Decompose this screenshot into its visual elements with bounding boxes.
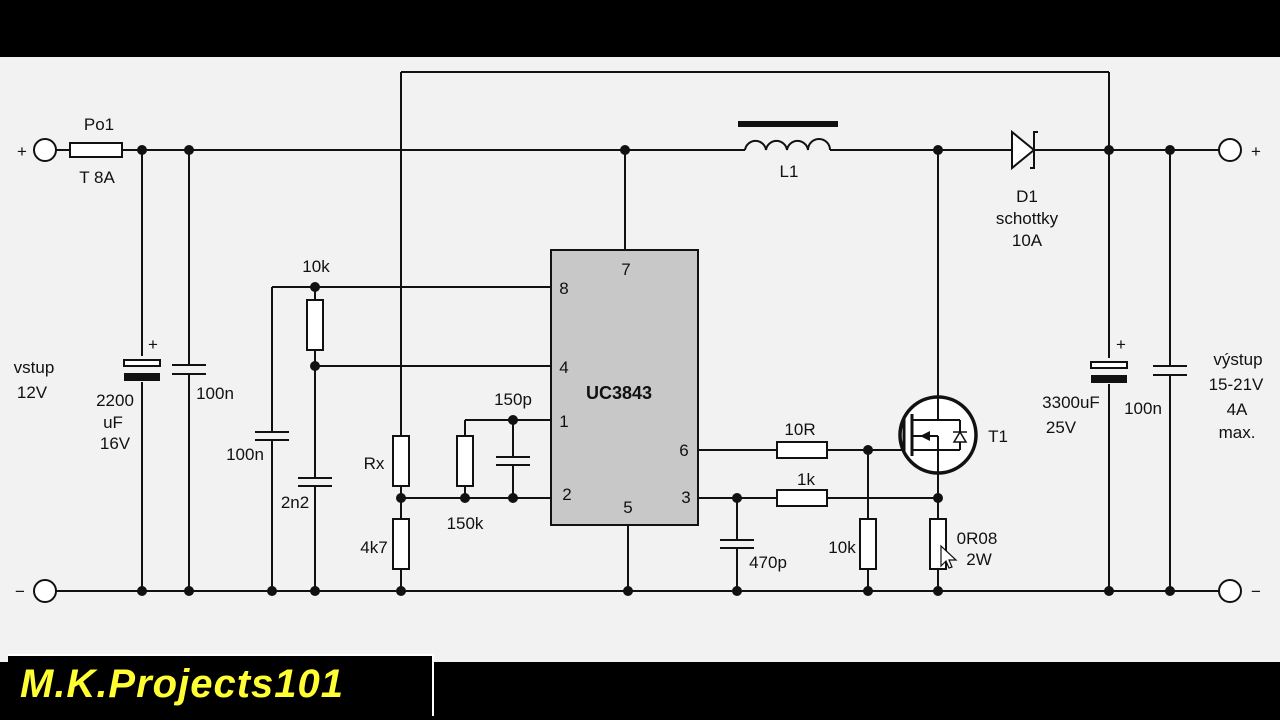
c-out-value-line1: 3300uF bbox=[1042, 393, 1100, 412]
ic-pin-3: 3 bbox=[681, 488, 690, 507]
input-minus-label: − bbox=[15, 582, 25, 601]
diode-rating: 10A bbox=[1012, 231, 1043, 250]
c-ref-value: 100n bbox=[226, 445, 264, 464]
inductor-name: L1 bbox=[780, 162, 799, 181]
input-label-line1: vstup bbox=[14, 358, 55, 377]
resistor-4k7 bbox=[392, 518, 410, 570]
fuse-rating: T 8A bbox=[79, 168, 115, 187]
schottky-diode-d1 bbox=[1011, 129, 1038, 171]
ic-pin-6: 6 bbox=[679, 441, 688, 460]
output-label-line4: max. bbox=[1219, 423, 1256, 442]
r-gate-pulldown-value: 10k bbox=[828, 538, 856, 557]
output-minus-label: − bbox=[1251, 582, 1261, 601]
input-plus-terminal bbox=[33, 138, 57, 162]
r-gate-value: 10R bbox=[784, 420, 815, 439]
c-in-ceramic-value: 100n bbox=[196, 384, 234, 403]
input-ceramic-capacitor bbox=[172, 364, 206, 375]
capacitor-100n-ref bbox=[255, 431, 289, 441]
ic-pin-8: 8 bbox=[559, 279, 568, 298]
r-x-value: Rx bbox=[364, 454, 385, 473]
resistor-150k bbox=[456, 435, 474, 487]
c-out-ceramic-value: 100n bbox=[1124, 399, 1162, 418]
r-4k7-value: 4k7 bbox=[360, 538, 387, 557]
r-sense-filter-value: 1k bbox=[797, 470, 815, 489]
fuse bbox=[69, 142, 123, 158]
c-out-value-line2: 25V bbox=[1046, 418, 1077, 437]
input-minus-terminal bbox=[33, 579, 57, 603]
input-plus-label: + bbox=[17, 142, 27, 161]
c-in-value-line3: 16V bbox=[100, 434, 131, 453]
output-minus-terminal bbox=[1218, 579, 1242, 603]
output-label-line3: 4A bbox=[1227, 400, 1248, 419]
r-comp-value: 150k bbox=[447, 514, 484, 533]
c-comp-value: 150p bbox=[494, 390, 532, 409]
resistor-10r-gate bbox=[776, 441, 828, 459]
ic-pin-1: 1 bbox=[559, 412, 568, 431]
c-out-polarity: + bbox=[1116, 335, 1126, 354]
junction-nodes bbox=[137, 145, 1175, 596]
c-in-value-line2: uF bbox=[103, 413, 123, 432]
capacitor-470p-sense bbox=[720, 539, 754, 549]
input-electrolytic-capacitor bbox=[123, 359, 161, 381]
r-shunt-value-line1: 0R08 bbox=[957, 529, 998, 548]
capacitor-2n2-timing bbox=[298, 477, 332, 487]
inductor-l1 bbox=[738, 121, 838, 151]
ic-name: UC3843 bbox=[586, 383, 652, 403]
output-label-line1: výstup bbox=[1213, 350, 1262, 369]
c-in-value-line1: 2200 bbox=[96, 391, 134, 410]
mosfet-name: T1 bbox=[988, 427, 1008, 446]
output-plus-label: + bbox=[1251, 142, 1261, 161]
diode-type: schottky bbox=[996, 209, 1059, 228]
ic-pin-7: 7 bbox=[621, 260, 630, 279]
resistor-10k-pulldown bbox=[859, 518, 877, 570]
c-in-polarity: + bbox=[148, 335, 158, 354]
diode-name: D1 bbox=[1016, 187, 1038, 206]
r-shunt-value-line2: 2W bbox=[966, 550, 992, 569]
brand-banner: M.K.Projects101 bbox=[8, 654, 434, 716]
output-label-line2: 15-21V bbox=[1209, 375, 1264, 394]
r-ref-value: 10k bbox=[302, 257, 330, 276]
ic-uc3843 bbox=[550, 249, 699, 526]
resistor-1k-sense bbox=[776, 489, 828, 507]
output-electrolytic-capacitor bbox=[1090, 361, 1128, 383]
ic-pin-4: 4 bbox=[559, 358, 568, 377]
resistor-10k-ref bbox=[306, 299, 324, 351]
wires bbox=[56, 71, 1219, 592]
ic-pin-2: 2 bbox=[562, 485, 571, 504]
mosfet-t1 bbox=[898, 395, 978, 475]
capacitor-150p-comp bbox=[496, 456, 530, 466]
c-timing-value: 2n2 bbox=[281, 493, 309, 512]
resistor-rx bbox=[392, 435, 410, 487]
c-sense-value: 470p bbox=[749, 553, 787, 572]
brand-text: M.K.Projects101 bbox=[20, 662, 345, 706]
output-plus-terminal bbox=[1218, 138, 1242, 162]
input-label-line2: 12V bbox=[17, 383, 48, 402]
output-ceramic-capacitor bbox=[1153, 365, 1187, 376]
mouse-cursor-icon bbox=[940, 544, 958, 569]
fuse-name: Po1 bbox=[84, 115, 114, 134]
ic-pin-5: 5 bbox=[623, 498, 632, 517]
